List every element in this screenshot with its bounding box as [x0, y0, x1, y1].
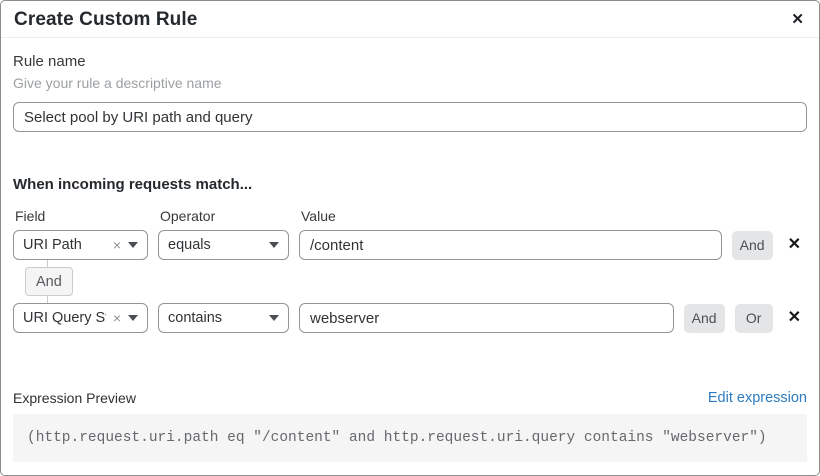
- value-column-label: Value: [301, 208, 336, 224]
- match-row-2: URI Query St... × contains And Or ✕: [13, 303, 807, 333]
- or-button-row2[interactable]: Or: [734, 303, 773, 333]
- operator-select-row1-value: equals: [168, 237, 211, 253]
- dialog-header: Create Custom Rule ✕: [1, 1, 819, 38]
- operator-column-label: Operator: [160, 208, 216, 224]
- chevron-down-icon: [269, 242, 279, 248]
- delete-row1-icon[interactable]: ✕: [783, 237, 806, 253]
- expression-preview-label: Expression Preview: [13, 390, 136, 406]
- expression-preview-code: (http.request.uri.path eq "/content" and…: [13, 414, 807, 462]
- row-connector: And: [13, 260, 807, 303]
- rule-name-label: Rule name: [13, 53, 86, 70]
- field-column-label: Field: [15, 208, 46, 224]
- clear-icon[interactable]: ×: [112, 237, 121, 253]
- operator-select-row2[interactable]: contains: [158, 303, 289, 333]
- expression-preview-header: Expression Preview Edit expression: [13, 390, 807, 406]
- match-section-heading: When incoming requests match...: [13, 176, 253, 193]
- edit-expression-link[interactable]: Edit expression: [707, 390, 807, 406]
- match-row-1: URI Path × equals And ✕: [13, 230, 807, 260]
- dialog-title: Create Custom Rule: [14, 9, 198, 30]
- field-select-row1-value: URI Path: [23, 237, 82, 253]
- clear-icon[interactable]: ×: [112, 310, 121, 326]
- match-column-headers: Field Operator Value: [13, 208, 807, 224]
- value-input-row2[interactable]: [299, 303, 674, 333]
- field-select-row1[interactable]: URI Path ×: [13, 230, 148, 260]
- rule-name-helper-text: Give your rule a descriptive name: [13, 75, 222, 91]
- and-button-row2[interactable]: And: [683, 303, 725, 333]
- chevron-down-icon: [128, 315, 138, 321]
- operator-select-row2-value: contains: [168, 310, 223, 326]
- connector-and-chip[interactable]: And: [25, 267, 73, 296]
- rule-name-input[interactable]: [13, 102, 807, 132]
- and-button-row1[interactable]: And: [731, 230, 773, 260]
- chevron-down-icon: [269, 315, 279, 321]
- field-select-row2-value: URI Query St...: [23, 310, 106, 326]
- value-input-row1[interactable]: [299, 230, 722, 260]
- close-icon[interactable]: ✕: [786, 9, 809, 30]
- delete-row2-icon[interactable]: ✕: [783, 310, 806, 326]
- chevron-down-icon: [128, 242, 138, 248]
- dialog-body: Rule name Give your rule a descriptive n…: [1, 53, 819, 462]
- field-select-row2[interactable]: URI Query St... ×: [13, 303, 148, 333]
- operator-select-row1[interactable]: equals: [158, 230, 289, 260]
